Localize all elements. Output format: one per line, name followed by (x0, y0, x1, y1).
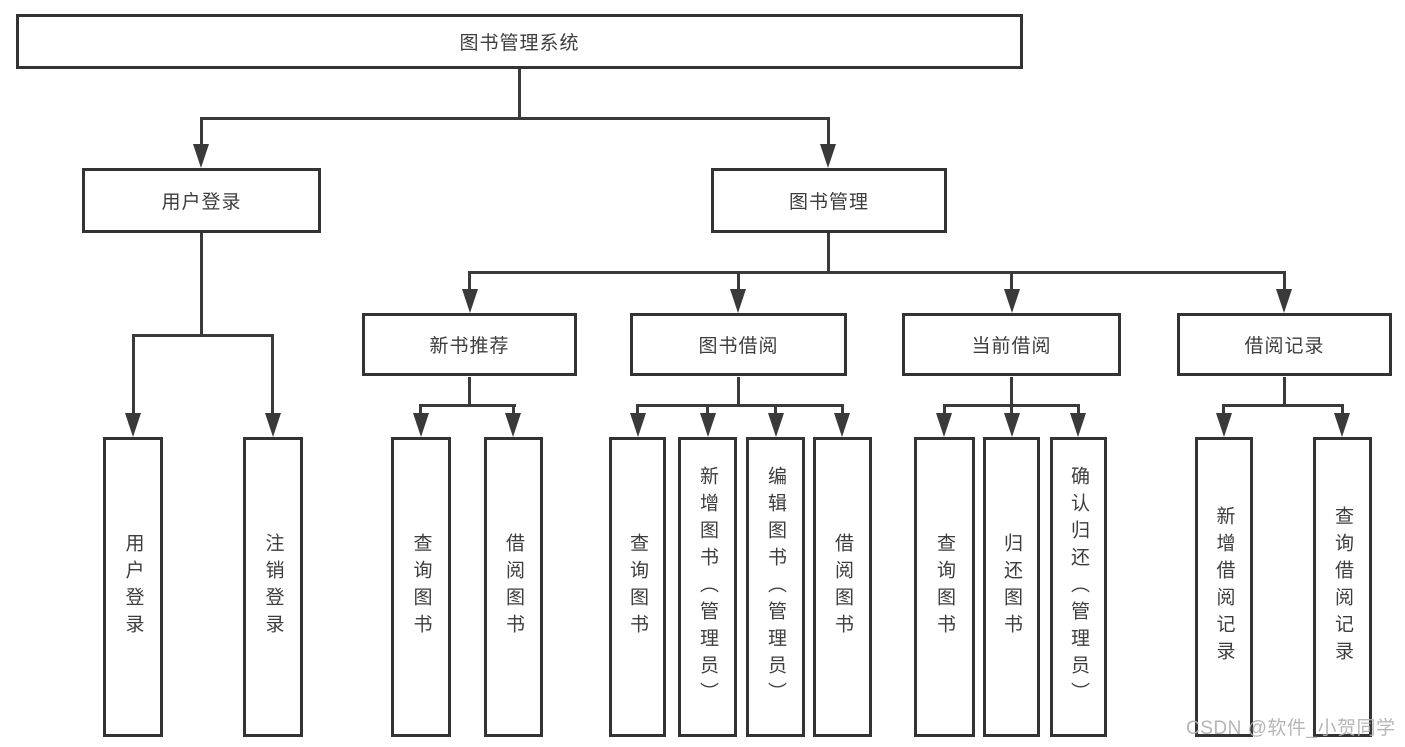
connector-vline (1283, 271, 1286, 291)
connector-arrow-down (820, 144, 836, 168)
connector-vline (943, 404, 946, 416)
connector-arrow-down (125, 413, 141, 437)
leaf-confirm-return-admin: 确认归还（管理员） (1050, 437, 1107, 737)
connector-arrow-down (834, 413, 850, 437)
leaf-add-books-admin: 新增图书（管理员） (678, 437, 737, 737)
leaf-add-borrow-record: 新增借阅记录 (1195, 437, 1253, 737)
connector-vline (419, 404, 422, 416)
connector-arrow-down (505, 413, 521, 437)
connector-vline (706, 404, 709, 416)
node-book-borrowing: 图书借阅 (630, 313, 847, 376)
node-user-login: 用户登录 (82, 168, 321, 233)
leaf-edit-books-admin: 编辑图书（管理员） (746, 437, 805, 737)
node-new-book-recommendation: 新书推荐 (362, 313, 577, 376)
connector-vline (827, 117, 830, 147)
connector-vline (737, 271, 740, 291)
node-book-management: 图书管理 (711, 168, 947, 233)
connector-hline (636, 404, 844, 407)
node-current-borrowing: 当前借阅 (902, 313, 1121, 376)
connector-vline (512, 404, 515, 416)
connector-vline (1010, 377, 1013, 406)
csdn-watermark: CSDN @软件_小贺同学 (1186, 718, 1396, 739)
connector-arrow-down (1216, 413, 1232, 437)
connector-vline (1010, 271, 1013, 291)
connector-arrow-down (630, 413, 646, 437)
connector-vline (200, 233, 203, 336)
leaf-borrow-books-borrowing: 借阅图书 (813, 437, 872, 737)
node-borrowing-records: 借阅记录 (1177, 313, 1392, 376)
connector-vline (518, 69, 521, 119)
node-library-system: 图书管理系统 (16, 14, 1023, 69)
connector-vline (132, 334, 135, 416)
connector-arrow-down (768, 413, 784, 437)
connector-vline (1283, 377, 1286, 406)
connector-arrow-down (1276, 289, 1292, 313)
leaf-query-books-recommend: 查询图书 (391, 437, 451, 737)
connector-arrow-down (265, 413, 281, 437)
leaf-query-books-current: 查询图书 (914, 437, 975, 737)
connector-arrow-down (700, 413, 716, 437)
connector-arrow-down (936, 413, 952, 437)
connector-vline (737, 377, 740, 406)
connector-vline (271, 334, 274, 416)
connector-vline (468, 377, 471, 406)
connector-arrow-down (1334, 413, 1350, 437)
connector-vline (841, 404, 844, 416)
connector-hline (468, 271, 1286, 274)
connector-vline (636, 404, 639, 416)
connector-arrow-down (1004, 413, 1020, 437)
connector-vline (468, 271, 471, 291)
connector-vline (1010, 404, 1013, 416)
connector-hline (419, 404, 516, 407)
connector-vline (1341, 404, 1344, 416)
connector-arrow-down (193, 144, 209, 168)
connector-arrow-down (730, 289, 746, 313)
leaf-logout: 注销登录 (243, 437, 303, 737)
leaf-query-borrow-record: 查询借阅记录 (1313, 437, 1372, 737)
connector-vline (1222, 404, 1225, 416)
connector-arrow-down (1070, 413, 1086, 437)
leaf-query-books-borrowing: 查询图书 (609, 437, 666, 737)
connector-hline (200, 117, 830, 120)
leaf-borrow-books-recommend: 借阅图书 (484, 437, 543, 737)
leaf-return-books: 归还图书 (983, 437, 1040, 737)
connector-arrow-down (1004, 289, 1020, 313)
connector-arrow-down (413, 413, 429, 437)
connector-vline (200, 117, 203, 147)
leaf-user-login: 用户登录 (103, 437, 163, 737)
connector-arrow-down (462, 289, 478, 313)
connector-vline (827, 233, 830, 273)
connector-hline (1222, 404, 1344, 407)
connector-hline (132, 334, 274, 337)
connector-vline (1077, 404, 1080, 416)
connector-vline (774, 404, 777, 416)
